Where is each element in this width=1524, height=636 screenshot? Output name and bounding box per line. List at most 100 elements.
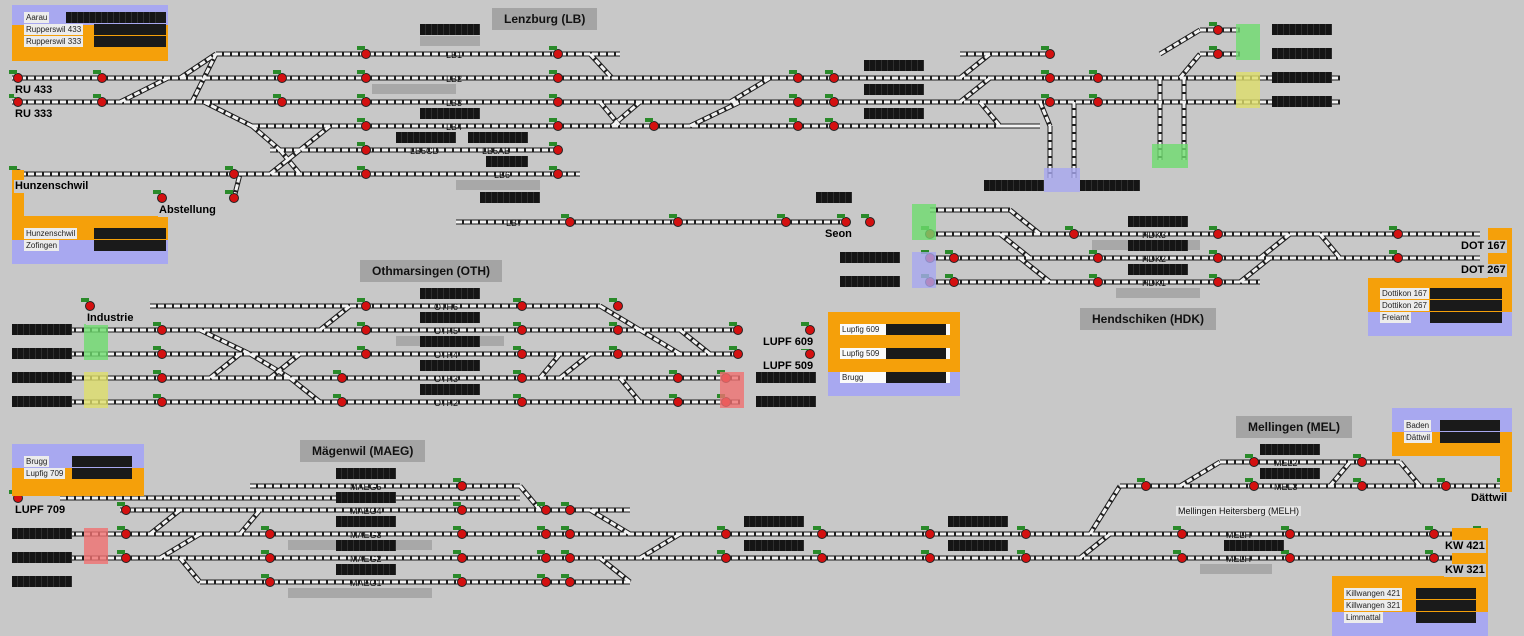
panel-dottikon: Dottikon 167 Dottikon 267 Freiamt [1368, 228, 1512, 336]
signal-aspect-icon [549, 70, 557, 74]
train-number-display [1128, 240, 1188, 251]
signal-icon [565, 577, 575, 587]
signal-aspect-icon [453, 502, 461, 506]
signal-aspect-icon [1209, 226, 1217, 230]
track-OTH2[interactable]: OTH2 [434, 398, 459, 408]
track-segment [1038, 101, 1052, 127]
panel-row[interactable]: Limmattal [1344, 612, 1383, 623]
panel-row[interactable]: Dottikon 167 [1380, 288, 1429, 299]
panel-row[interactable]: Dättwil [1404, 432, 1433, 443]
signal-aspect-icon [1041, 94, 1049, 98]
signal-aspect-icon [789, 118, 797, 122]
panel-row[interactable]: Brugg [24, 456, 50, 467]
track-MAEG1[interactable]: MAEG1 [350, 578, 382, 588]
track-HDK1[interactable]: HDK1 [1142, 278, 1167, 288]
station-title-mellingen: Mellingen (MEL) [1236, 416, 1352, 438]
signal-icon [565, 505, 575, 515]
track-segment [959, 52, 991, 80]
signal-icon [1045, 49, 1055, 59]
track-segment [638, 531, 682, 561]
track-OTH3[interactable]: OTH3 [434, 374, 459, 384]
signal-icon [157, 193, 167, 203]
track-MELH-a[interactable]: MELH [1226, 530, 1252, 540]
track-LB6[interactable]: LB6 [494, 170, 511, 180]
signal-icon [793, 97, 803, 107]
signal-aspect-icon [561, 526, 569, 530]
signal-aspect-icon [549, 118, 557, 122]
track-segment [190, 53, 218, 103]
signal-icon [157, 397, 167, 407]
train-number-display [1224, 540, 1284, 551]
signal-icon [553, 145, 563, 155]
panel-row[interactable]: Freiamt [1380, 312, 1412, 323]
panel-row[interactable]: Dottikon 267 [1380, 300, 1429, 311]
signal-icon [229, 169, 239, 179]
track-LB2[interactable]: LB2 [446, 74, 463, 84]
track-MELH-b[interactable]: MELH [1226, 554, 1252, 564]
signal-aspect-icon [225, 166, 233, 170]
signal-icon [793, 121, 803, 131]
signal-icon [121, 529, 131, 539]
signal-aspect-icon [1425, 526, 1433, 530]
signal-icon [613, 301, 623, 311]
panel-row[interactable]: Lupfig 709 [24, 468, 66, 479]
track-LB1[interactable]: LB1 [446, 50, 463, 60]
signal-aspect-icon [513, 346, 521, 350]
track-HDK2[interactable]: HDK2 [1142, 254, 1167, 264]
train-number-display [12, 372, 72, 383]
track-MAEG3[interactable]: MAEG3 [350, 530, 382, 540]
signal-aspect-icon [261, 526, 269, 530]
signal-aspect-icon [333, 370, 341, 374]
signal-aspect-icon [1209, 22, 1217, 26]
signal-aspect-icon [357, 346, 365, 350]
track-segment [1009, 208, 1041, 236]
track-OTH4[interactable]: OTH4 [434, 350, 459, 360]
train-number-display [396, 132, 456, 143]
signal-aspect-icon [1245, 454, 1253, 458]
track-segment [158, 531, 202, 561]
track-MAEG2[interactable]: MAEG2 [350, 554, 382, 564]
track-OTH6[interactable]: OTH6 [434, 302, 459, 312]
panel-row[interactable]: Rupperswil 433 [24, 24, 84, 35]
signal-icon [517, 397, 527, 407]
track-LB5CD[interactable]: LB5CD [410, 146, 440, 156]
panel-row[interactable]: Baden [1404, 420, 1432, 431]
signal-icon [1393, 229, 1403, 239]
signal-icon [793, 73, 803, 83]
signal-aspect-icon [1209, 274, 1217, 278]
signal-aspect-icon [333, 394, 341, 398]
signal-aspect-icon [261, 574, 269, 578]
panel-row[interactable]: Aarau [24, 12, 50, 23]
track-LB7[interactable]: LB7 [506, 218, 523, 228]
signal-aspect-icon [81, 298, 89, 302]
track-segment [1158, 27, 1202, 57]
signal-aspect-icon [1089, 70, 1097, 74]
signal-aspect-icon [1353, 478, 1361, 482]
signal-aspect-icon [945, 274, 953, 278]
signal-aspect-icon [1173, 550, 1181, 554]
track-OTH5[interactable]: OTH5 [434, 326, 459, 336]
label-dot167: DOT 167 [1460, 240, 1507, 253]
track-HDK3[interactable]: HDK3 [1142, 230, 1167, 240]
panel-row[interactable]: Rupperswil 333 [24, 36, 84, 47]
panel-row[interactable]: Hunzenschwil [24, 228, 78, 239]
panel-row[interactable]: Zofingen [24, 240, 60, 251]
panel-row[interactable]: Killwangen 321 [1344, 600, 1403, 611]
track-MAEG4[interactable]: MAEG4 [350, 506, 382, 516]
track-MAEG5[interactable]: MAEG5 [350, 482, 382, 492]
track-MEL2[interactable]: MEL2 [1274, 458, 1298, 468]
track-LB5AB[interactable]: LB5AB [482, 146, 511, 156]
track-segment [1318, 233, 1342, 259]
signal-aspect-icon [1281, 550, 1289, 554]
train-number-display [486, 156, 528, 167]
panel-row[interactable]: Killwangen 421 [1344, 588, 1403, 599]
label-ru433: RU 433 [14, 84, 54, 97]
train-number-display [864, 108, 924, 119]
signal-aspect-icon [357, 322, 365, 326]
track-MEL3[interactable]: MEL3 [1274, 482, 1298, 492]
train-number-display [1272, 24, 1332, 35]
track-LB3[interactable]: LB3 [446, 98, 463, 108]
signal-aspect-icon [1281, 526, 1289, 530]
track-LB4[interactable]: LB4 [446, 122, 463, 132]
signal-icon [1021, 529, 1031, 539]
